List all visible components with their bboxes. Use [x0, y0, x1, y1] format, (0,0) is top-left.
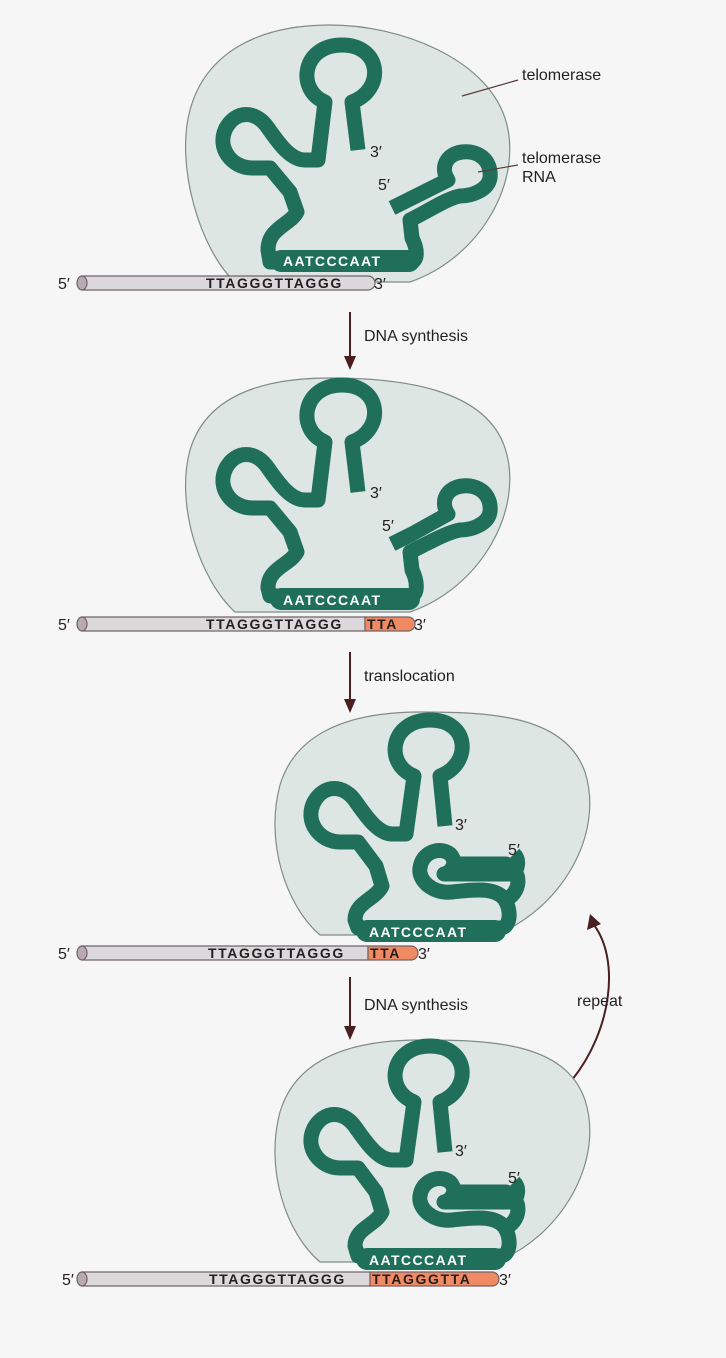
dna-3-prime-label: 3′ — [418, 946, 430, 963]
dna-5-prime-label: 5′ — [58, 276, 70, 293]
dna-3-prime-label: 3′ — [499, 1272, 511, 1289]
transition-arrow-3 — [344, 977, 356, 1040]
step-2: AATCCCAAT 3′ 5′ 5′ TTAGGGTTAGGG TTA 3′ — [58, 378, 510, 634]
telomerase-enzyme — [275, 712, 590, 935]
transition-arrow-2 — [344, 652, 356, 713]
dna-5-prime-label: 5′ — [62, 1272, 74, 1289]
dna-5-prime-label: 5′ — [58, 946, 70, 963]
rna-5-prime-label: 5′ — [378, 177, 390, 194]
transition-label-3: DNA synthesis — [364, 997, 468, 1014]
dna-3-prime-label: 3′ — [414, 617, 426, 634]
dna-new-sequence: TTA — [367, 616, 398, 632]
step-3: AATCCCAAT 3′ 5′ 5′ TTAGGGTTAGGG TTA 3′ — [58, 712, 590, 963]
telomerase-label: telomerase — [522, 67, 601, 84]
dna-5-prime-label: 5′ — [58, 617, 70, 634]
template-sequence: AATCCCAAT — [369, 924, 467, 940]
template-sequence: AATCCCAAT — [283, 592, 381, 608]
rna-5-prime-label: 5′ — [508, 1170, 520, 1187]
step-1: AATCCCAAT 3′ 5′ 5′ TTAGGGTTAGGG 3′ telom… — [58, 25, 601, 293]
rna-5-prime-label: 5′ — [382, 518, 394, 535]
dna-old-sequence: TTAGGGTTAGGG — [206, 275, 343, 291]
dna-old-sequence: TTAGGGTTAGGG — [206, 616, 343, 632]
telomerase-rna-label-line1: telomerase — [522, 150, 601, 167]
dna-new-sequence: TTAGGGTTA — [372, 1271, 471, 1287]
rna-3-prime-label: 3′ — [370, 144, 382, 161]
transition-label-2: translocation — [364, 668, 455, 685]
transition-arrow-1 — [344, 312, 356, 370]
transition-label-1: DNA synthesis — [364, 328, 468, 345]
template-sequence: AATCCCAAT — [369, 1252, 467, 1268]
telomerase-enzyme — [275, 1040, 590, 1262]
rna-5-prime-label: 5′ — [508, 842, 520, 859]
rna-3-prime-label: 3′ — [370, 485, 382, 502]
dna-old-sequence: TTAGGGTTAGGG — [209, 1271, 346, 1287]
template-sequence: AATCCCAAT — [283, 253, 381, 269]
dna-3-prime-label: 3′ — [374, 276, 386, 293]
repeat-label: repeat — [577, 993, 623, 1010]
step-4: AATCCCAAT 3′ 5′ 5′ TTAGGGTTAGGG TTAGGGTT… — [62, 1040, 590, 1289]
telomerase-rna-label-line2: RNA — [522, 169, 556, 186]
rna-3-prime-label: 3′ — [455, 817, 467, 834]
rna-3-prime-label: 3′ — [455, 1143, 467, 1160]
dna-old-sequence: TTAGGGTTAGGG — [208, 945, 345, 961]
dna-new-sequence: TTA — [370, 945, 401, 961]
